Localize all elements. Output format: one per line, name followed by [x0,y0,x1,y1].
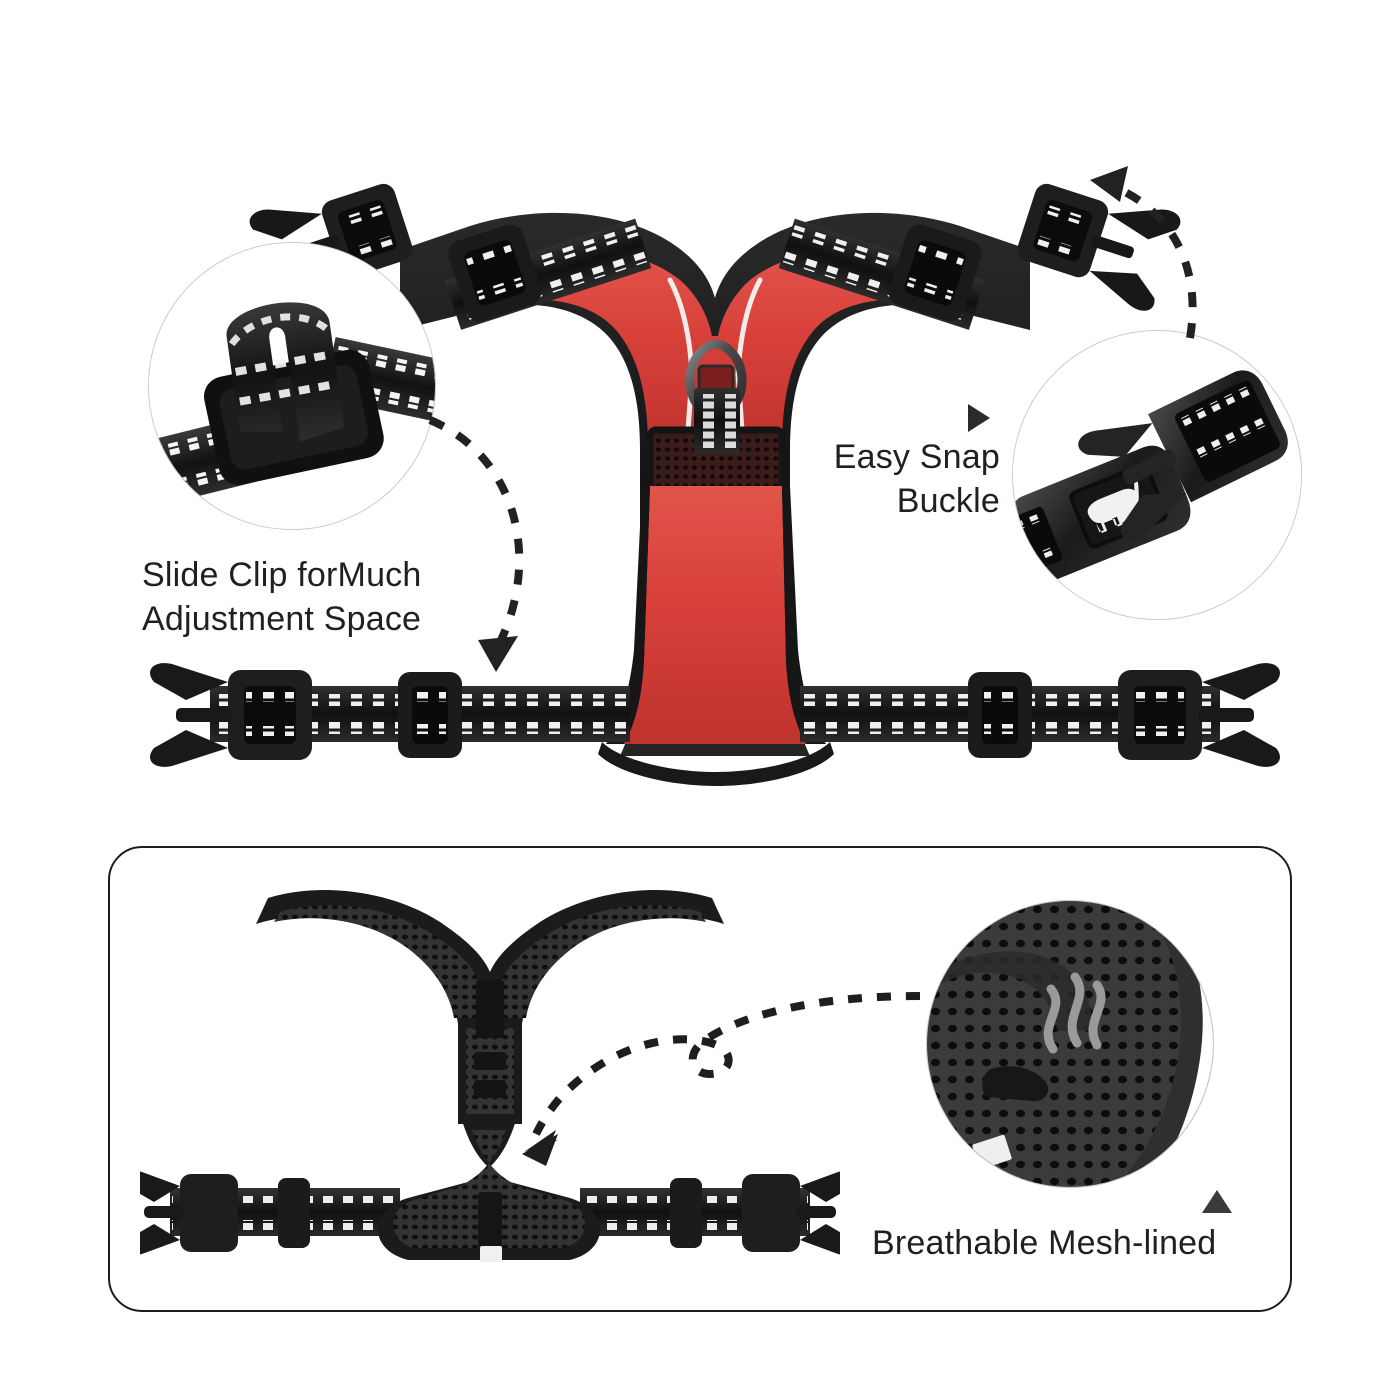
dog-silhouette-icon [1087,478,1139,534]
left-belly-strap [150,663,630,767]
left-shoulder-strap [249,183,652,330]
callout-label-breathable-mesh: Breathable Mesh-lined [872,1224,1217,1262]
snap-buckle-arrow [1062,148,1222,348]
d-ring [685,339,747,454]
main-product-image [150,130,1280,810]
bottom-right-belly-strap [580,1171,840,1255]
care-tag [480,1246,502,1262]
callout-label-slide-clip: Slide Clip forMuch Adjustment Space [142,556,422,638]
mesh-closeup-circle [926,900,1214,1188]
snap-buckle-closeup-circle [1012,330,1302,620]
slide-clip-arrow [420,400,590,690]
airflow-waves-icon [1043,972,1106,1054]
triangle-up-icon [1202,1190,1232,1213]
slide-clip-closeup-circle [148,242,436,530]
right-belly-strap [800,663,1280,767]
callout-label-easy-snap-buckle: Easy Snap Buckle [833,438,1000,520]
bottom-product-image [140,862,840,1302]
triangle-right-icon [968,404,990,432]
breathable-mesh-arrow [500,990,930,1190]
bottom-left-belly-strap [140,1171,400,1255]
